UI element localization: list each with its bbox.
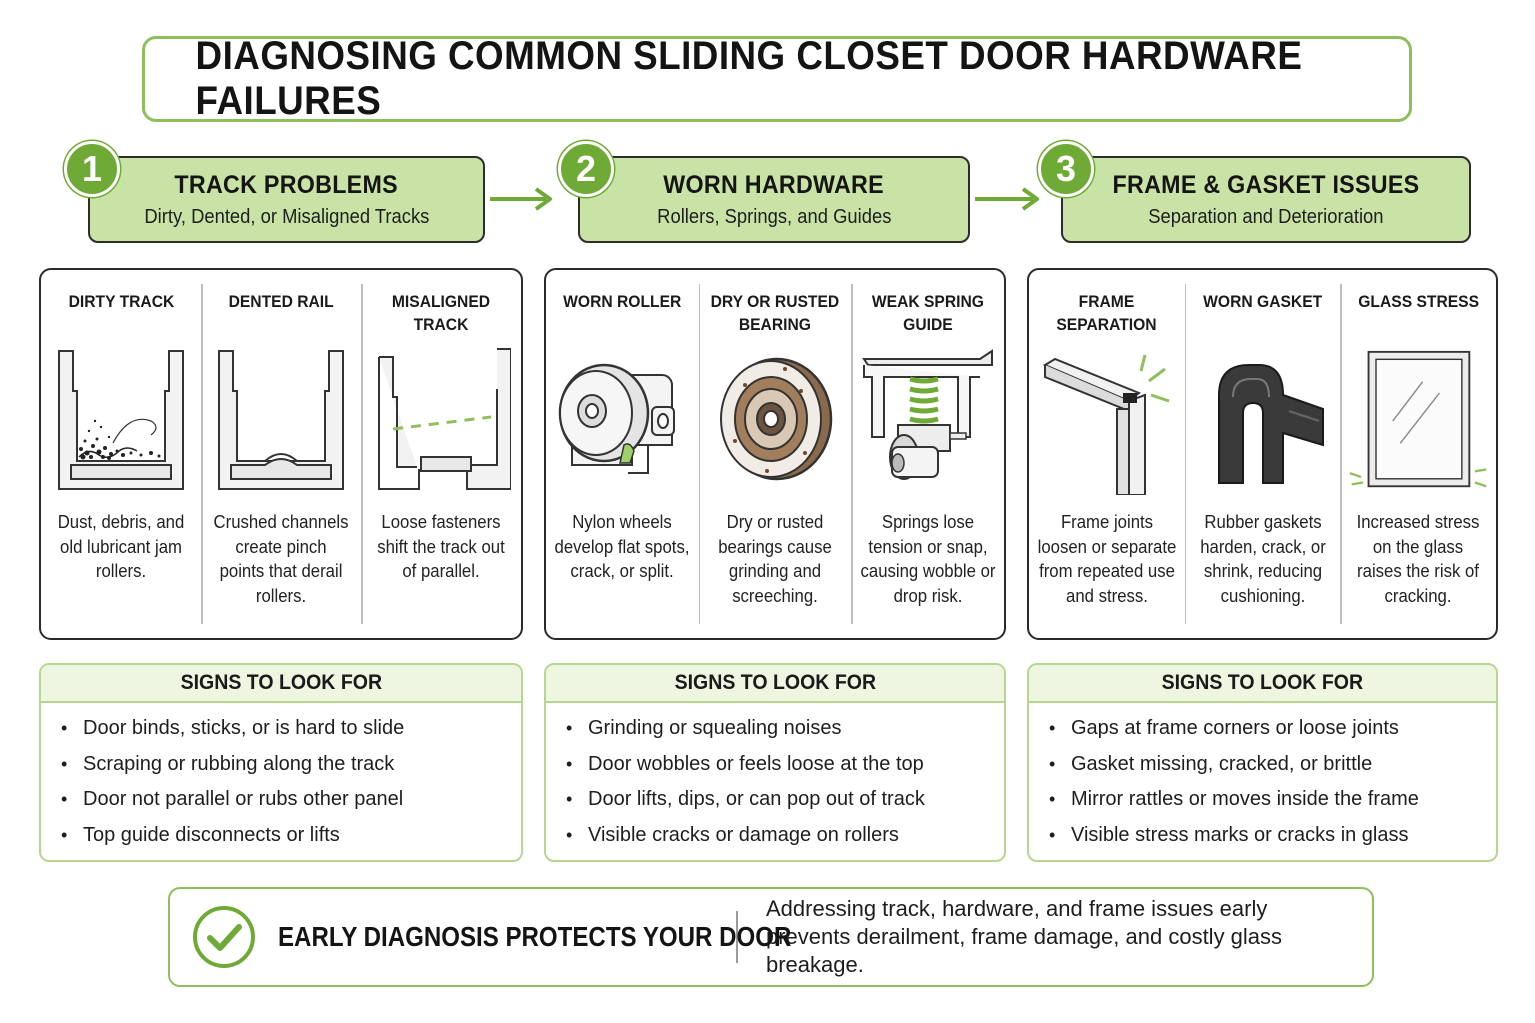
card-description: Springs lose tension or snap, causing wo…: [860, 512, 996, 606]
signs-heading: SIGNS TO LOOK FOR: [180, 671, 382, 694]
step-2-subtitle: Rollers, Springs, and Guides: [656, 205, 892, 228]
card-title: DRY OR RUSTED BEARING: [710, 292, 840, 334]
worn-gasket-card: WORN GASKET Rubber gaskets harden, crack…: [1184, 270, 1341, 638]
footer-banner: EARLY DIAGNOSIS PROTECTS YOUR DOOR Addre…: [168, 887, 1374, 987]
sign-item: Top guide disconnects or lifts: [61, 822, 521, 858]
frame-gasket-panel: FRAME SEPARATION Frame joints loosen or …: [1027, 268, 1498, 640]
glass-stress-card: GLASS STRESS Increased stress on the gla…: [1340, 270, 1496, 638]
step-3-subtitle: Separation and Deterioration: [1148, 205, 1384, 228]
page-title: DIAGNOSING COMMON SLIDING CLOSET DOOR HA…: [195, 34, 1303, 123]
title-banner: DIAGNOSING COMMON SLIDING CLOSET DOOR HA…: [142, 34, 1412, 123]
dirty-track-card: DIRTY TRACK Dust, debris, and old lubric…: [41, 270, 201, 638]
card-title: GLASS STRESS: [1357, 292, 1479, 311]
worn-gasket-icon: [1217, 364, 1324, 484]
signs-box-3: SIGNS TO LOOK FOR Gaps at frame corners …: [1027, 663, 1498, 862]
sign-item: Scraping or rubbing along the track: [61, 751, 521, 787]
step-1-header: TRACK PROBLEMS Dirty, Dented, or Misalig…: [88, 156, 485, 243]
card-description: Increased stress on the glass raises the…: [1356, 512, 1480, 606]
step-1-badge: 1: [64, 141, 120, 197]
dented-rail-card: DENTED RAIL Crushed channels create pinc…: [201, 270, 361, 638]
step-3-header: FRAME & GASKET ISSUES Separation and Det…: [1061, 156, 1471, 243]
signs-heading: SIGNS TO LOOK FOR: [1161, 671, 1364, 694]
frame-separation-icon: [1042, 354, 1170, 495]
card-description: Nylon wheels develop flat spots, crack, …: [554, 512, 690, 581]
card-title: MISALIGNED TRACK: [391, 292, 491, 334]
sign-item: Grinding or squealing noises: [566, 715, 1004, 751]
card-title: WORN GASKET: [1202, 292, 1323, 311]
sign-item: Mirror rattles or moves inside the frame: [1049, 786, 1496, 822]
spring-guide-icon: [861, 349, 993, 480]
sign-item: Visible cracks or damage on rollers: [566, 822, 1004, 858]
signs-box-2: SIGNS TO LOOK FOR Grinding or squealing …: [544, 663, 1006, 862]
step-1-subtitle: Dirty, Dented, or Misaligned Tracks: [144, 205, 429, 228]
misaligned-track-icon: [378, 348, 511, 490]
card-title: DIRTY TRACK: [68, 292, 174, 311]
dented-rail-icon: [218, 350, 344, 490]
worn-roller-card: WORN ROLLER Nylon wheels develop flat sp…: [546, 270, 699, 638]
footer-heading: EARLY DIAGNOSIS PROTECTS YOUR DOOR: [278, 921, 792, 952]
rusted-bearing-icon: [720, 357, 833, 481]
misaligned-track-card: MISALIGNED TRACK Loose fasteners shift t…: [361, 270, 521, 638]
track-problems-panel: DIRTY TRACK Dust, debris, and old lubric…: [39, 268, 523, 640]
card-title: DENTED RAIL: [228, 292, 334, 311]
card-title: FRAME SEPARATION: [1056, 292, 1157, 334]
footer-divider: [736, 911, 738, 963]
sign-item: Door wobbles or feels loose at the top: [566, 751, 1004, 787]
dirty-track-icon: [58, 350, 184, 490]
step-1-title: TRACK PROBLEMS: [174, 170, 399, 199]
step-2-header: WORN HARDWARE Rollers, Springs, and Guid…: [578, 156, 970, 243]
sign-item: Door lifts, dips, or can pop out of trac…: [566, 786, 1004, 822]
step-2-badge: 2: [558, 141, 614, 197]
sign-item: Visible stress marks or cracks in glass: [1049, 822, 1496, 858]
card-description: Crushed channels create pinch points tha…: [213, 512, 349, 606]
step-2-title: WORN HARDWARE: [663, 170, 885, 199]
rusted-bearing-card: DRY OR RUSTED BEARING Dry or rusted bear…: [698, 270, 852, 638]
signs-heading: SIGNS TO LOOK FOR: [674, 671, 876, 694]
card-description: Loose fasteners shift the track out of p…: [377, 512, 505, 581]
card-title: WEAK SPRING GUIDE: [871, 292, 984, 334]
sign-item: Gaps at frame corners or loose joints: [1049, 715, 1496, 751]
frame-separation-card: FRAME SEPARATION Frame joints loosen or …: [1029, 270, 1185, 638]
step-3-title: FRAME & GASKET ISSUES: [1112, 170, 1420, 199]
arrow-right-icon: [975, 187, 1039, 211]
card-description: Dry or rusted bearings cause grinding an…: [718, 512, 832, 606]
card-description: Rubber gaskets harden, crack, or shrink,…: [1199, 512, 1326, 606]
sign-item: Door not parallel or rubs other panel: [61, 786, 521, 822]
glass-stress-icon: [1349, 350, 1487, 488]
worn-hardware-panel: WORN ROLLER Nylon wheels develop flat sp…: [544, 268, 1006, 640]
card-description: Frame joints loosen or separate from rep…: [1037, 512, 1177, 606]
step-3-badge: 3: [1038, 141, 1094, 197]
sign-item: Gasket missing, cracked, or brittle: [1049, 751, 1496, 787]
checkmark-icon: [193, 906, 255, 968]
signs-box-1: SIGNS TO LOOK FOR Door binds, sticks, or…: [39, 663, 523, 862]
arrow-right-icon: [490, 187, 552, 211]
card-title: WORN ROLLER: [563, 292, 682, 311]
sign-item: Door binds, sticks, or is hard to slide: [61, 715, 521, 751]
spring-guide-card: WEAK SPRING GUIDE Springs lose tension o…: [851, 270, 1004, 638]
footer-text: Addressing track, hardware, and frame is…: [766, 896, 1283, 977]
worn-roller-icon: [559, 363, 676, 474]
card-description: Dust, debris, and old lubricant jam roll…: [57, 512, 185, 581]
